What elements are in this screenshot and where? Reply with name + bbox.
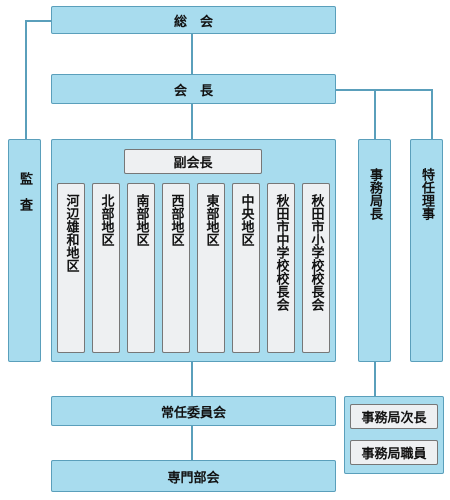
district-box-north: 北部地区 (92, 183, 120, 353)
connector-line (336, 89, 432, 91)
president-box: 会 長 (51, 74, 336, 104)
vice-president-label: 副会長 (173, 156, 213, 171)
connector-line (191, 34, 193, 74)
vice-president-box: 副会長 (124, 149, 262, 174)
district-label: 北部地区 (98, 194, 114, 246)
district-label: 秋田市中学校校長会 (273, 194, 289, 311)
connector-line (374, 362, 376, 396)
connector-line (191, 426, 193, 460)
district-label: 河辺雄和地区 (63, 194, 79, 272)
connector-line (191, 104, 193, 139)
district-box-junior-high-principals: 秋田市中学校校長会 (267, 183, 295, 353)
secretary-general-label: 事務局長 (367, 168, 382, 220)
connector-line (25, 20, 27, 139)
standing-committee-label: 常任委員会 (160, 405, 226, 421)
secretary-general-box: 事務局長 (358, 139, 391, 362)
district-box-south: 南部地区 (127, 183, 155, 353)
special-director-label: 特任理事 (419, 168, 434, 220)
district-label: 西部地区 (168, 194, 184, 246)
special-director-box: 特任理事 (410, 139, 443, 362)
district-label: 東部地区 (203, 194, 219, 246)
secretariat-staff-box: 事務局職員 (350, 440, 438, 465)
general-assembly-label: 総 会 (173, 14, 213, 30)
special-committee-box: 専門部会 (51, 460, 336, 492)
deputy-secretary-box: 事務局次長 (350, 404, 438, 429)
connector-line (191, 362, 193, 396)
special-committee-label: 専門部会 (167, 470, 220, 486)
president-label: 会 長 (173, 83, 213, 99)
connector-line (431, 89, 433, 139)
district-label: 秋田市小学校校長会 (308, 194, 324, 311)
auditor-box: 監 査 (8, 139, 41, 362)
district-box-central: 中央地区 (232, 183, 260, 353)
general-assembly-box: 総 会 (51, 6, 336, 34)
standing-committee-box: 常任委員会 (51, 396, 336, 426)
district-label: 中央地区 (238, 194, 254, 246)
district-box-elementary-principals: 秋田市小学校校長会 (302, 183, 330, 353)
secretariat-staff-label: 事務局職員 (361, 447, 427, 462)
district-box-east: 東部地区 (197, 183, 225, 353)
district-box-kawabe-yuwa: 河辺雄和地区 (57, 183, 85, 353)
district-box-west: 西部地区 (162, 183, 190, 353)
connector-line (374, 89, 376, 139)
deputy-secretary-label: 事務局次長 (361, 411, 427, 426)
auditor-label: 監 査 (17, 172, 32, 211)
district-label: 南部地区 (133, 194, 149, 246)
connector-line (25, 20, 51, 22)
